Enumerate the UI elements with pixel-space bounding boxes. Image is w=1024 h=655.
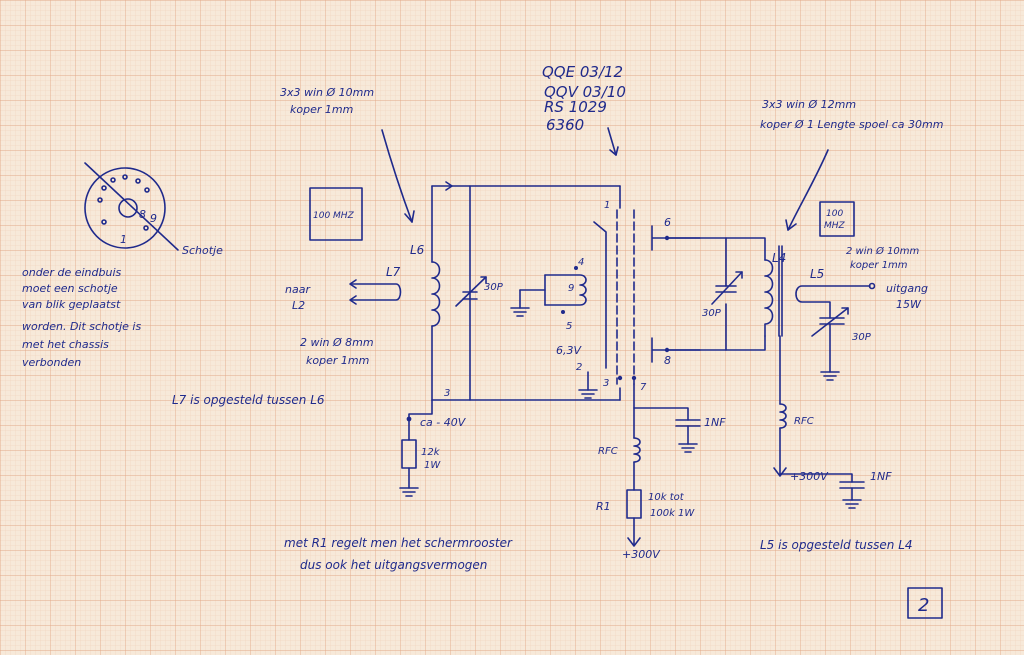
tube-type-labels: QQE 03/12 QQV 03/10 RS 1029 6360 — [542, 63, 626, 134]
annotation-text: 30P — [852, 332, 872, 343]
annotation-text: 8 — [139, 208, 146, 221]
page-number: 2 — [918, 595, 929, 616]
vacuum-tube: 1 2 3 7 — [576, 185, 647, 401]
annotation-text: 2 — [576, 362, 582, 373]
annotation-text: van blik geplaatst — [22, 298, 121, 311]
annotation-text: 12k — [421, 447, 441, 458]
page-number-box — [907, 587, 943, 619]
annotation-text: 15W — [896, 298, 922, 311]
annotation-text: 1 — [604, 200, 610, 211]
annotation-text: 2 win Ø 8mm — [300, 336, 374, 349]
input-coil-spec: 3x3 win Ø 10mm — [280, 86, 374, 99]
annotation-text: 1W — [424, 460, 441, 471]
l7-coupling-loop: L7 naar L2 2 win Ø 8mm koper 1mm — [285, 265, 402, 367]
annotation-text: L2 — [292, 299, 305, 312]
annotation-text: ca - 40V — [420, 416, 467, 429]
input-tank-cap-label: 30P — [484, 282, 504, 293]
annotation-text: +300V — [790, 470, 829, 483]
l5-output-loop: L5 2 win Ø 10mm koper 1mm uitgang 15W 30… — [795, 245, 928, 381]
annotation-text: moet een schotje — [22, 282, 118, 295]
r1-note: met R1 regelt men het schermrooster — [284, 536, 513, 550]
tube-arrow — [607, 127, 617, 156]
heater-circuit: 4 9 5 6,3V — [510, 257, 598, 399]
annotation-text: 1 — [120, 233, 127, 246]
annotation-text: L7 — [386, 265, 401, 279]
socket-note: onder de eindbuis moet een schotje van b… — [22, 266, 141, 369]
screen-label: Schotje — [182, 244, 223, 257]
screen-rfc: RFC — [598, 446, 618, 457]
input-frequency-box — [309, 187, 363, 241]
grid-bias-network: ca - 40V 12k 1W — [399, 399, 467, 497]
annotation-text: 100 MHZ — [313, 211, 355, 221]
annotation-text: onder de eindbuis — [22, 266, 122, 279]
output-coil-spec: 3x3 win Ø 12mm — [762, 98, 856, 111]
annotation-text: 10k tot — [648, 492, 685, 503]
annotation-text: 9 — [150, 212, 157, 225]
annotation-text: MHZ — [824, 221, 846, 231]
annotation-text: 7 — [640, 382, 647, 393]
annotation-text: 100k 1W — [650, 508, 695, 519]
l7-note: L7 is opgesteld tussen L6 — [172, 393, 325, 407]
annotation-text: 1NF — [870, 470, 892, 483]
annotation-text: koper Ø 1 Lengte spoel ca 30mm — [760, 118, 943, 131]
r1-label: R1 — [596, 500, 611, 513]
annotation-text: koper 1mm — [290, 103, 353, 116]
annotation-text: worden. Dit schotje is — [22, 320, 141, 333]
output-tank-circuit: 6 8 30P L4 RFC +300V 1NF — [651, 216, 892, 509]
annotation-text: 2 win Ø 10mm — [846, 245, 920, 257]
annotation-text: QQV 03/10 — [544, 83, 626, 101]
l6-label: L6 — [410, 243, 425, 257]
screen-supply: 1NF RFC R1 10k tot 100k 1W +300V — [596, 383, 726, 561]
output-tank-cap-label: 30P — [702, 308, 722, 319]
annotation-text: 4 — [578, 257, 584, 268]
annotation-text: naar — [285, 283, 311, 296]
output-spec-arrow — [787, 149, 829, 231]
annotation-text: 3 — [603, 378, 609, 389]
annotation-text: verbonden — [22, 356, 81, 369]
annotation-text: QQE 03/12 — [542, 63, 623, 81]
l5-note: L5 is opgesteld tussen L4 — [760, 538, 913, 552]
annotation-text: 9 — [568, 283, 574, 294]
annotation-text: 3 — [444, 388, 450, 399]
annotation-text: koper 1mm — [306, 354, 369, 367]
annotation-text: RS 1029 — [544, 98, 607, 116]
l4-label: L4 — [772, 251, 786, 265]
annotation-text: 1NF — [704, 416, 726, 429]
annotation-text: dus ook het uitgangsvermogen — [300, 558, 487, 572]
annotation-text: L5 — [810, 267, 824, 281]
annotation-text: 5 — [566, 321, 572, 332]
tube-socket-drawing: 8 1 9 Schotje — [84, 162, 223, 257]
input-tank-circuit: 30P L6 3 — [410, 181, 621, 401]
heater-voltage: 6,3V — [556, 344, 582, 357]
annotation-text: +300V — [622, 548, 661, 561]
spec-arrow — [381, 129, 413, 223]
annotation-text: 8 — [664, 354, 671, 367]
annotation-text: 6360 — [546, 116, 584, 134]
output-rfc: RFC — [794, 416, 814, 427]
annotation-text: met het chassis — [22, 338, 109, 351]
output-label: uitgang — [886, 282, 928, 295]
annotation-text: koper 1mm — [850, 260, 908, 271]
output-frequency-box — [819, 201, 855, 237]
annotation-text: 100 — [826, 209, 843, 219]
annotation-text: 6 — [664, 216, 671, 229]
